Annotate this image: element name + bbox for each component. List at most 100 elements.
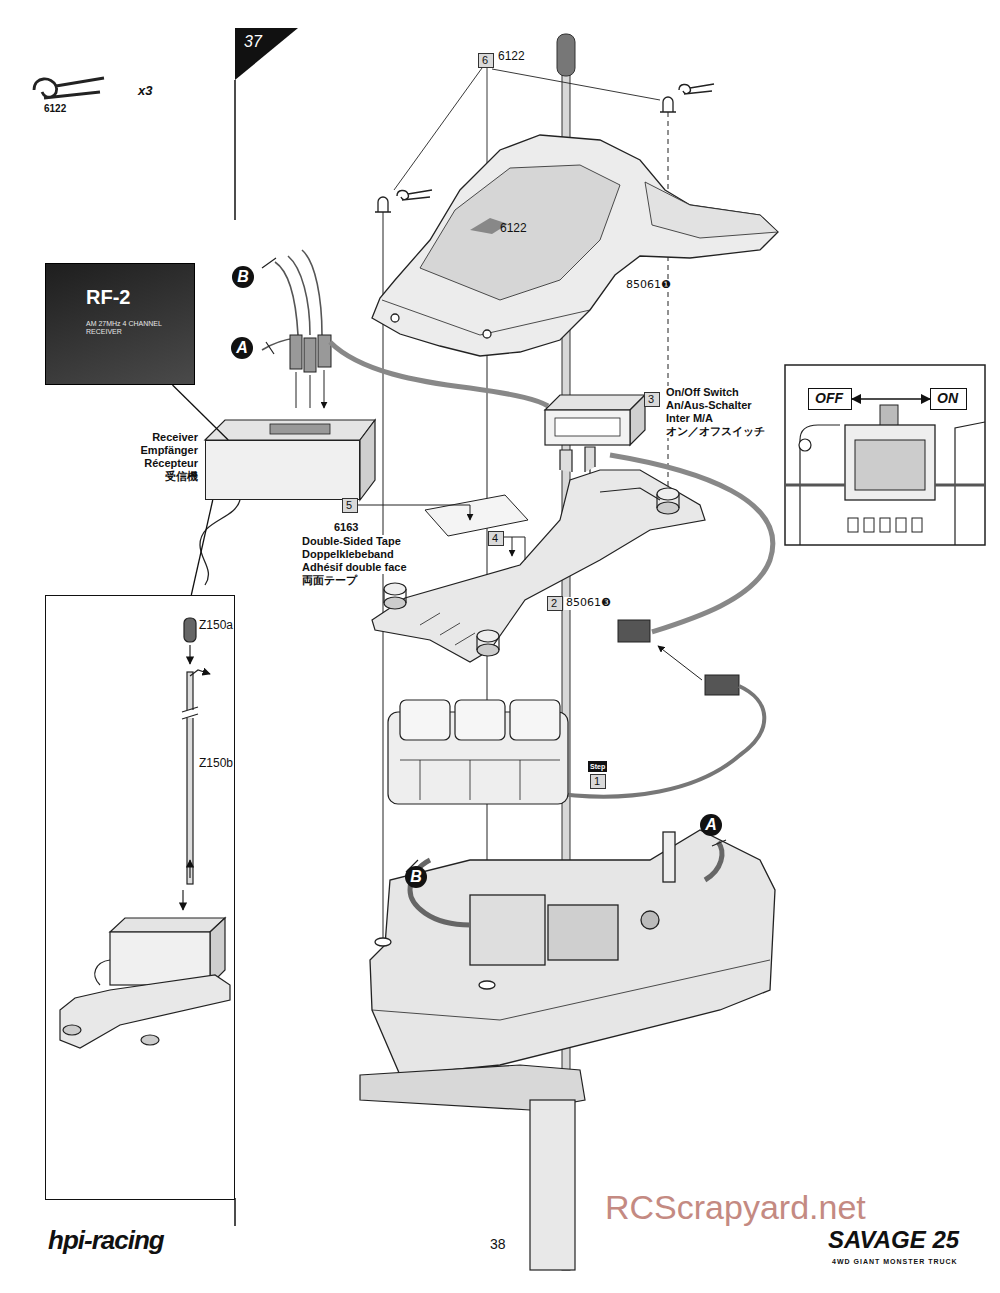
body-cover (645, 182, 778, 238)
switch-detail-inset (785, 484, 985, 487)
on-off-switch (545, 395, 645, 410)
connectors (545, 686, 764, 797)
switch-detail-inset (845, 425, 935, 500)
radio-box-chassis (663, 832, 675, 882)
receiver-plugs (290, 335, 302, 369)
assembly-lines (679, 84, 714, 94)
antenna-inset-art (60, 975, 230, 1048)
wire-label: B (232, 266, 254, 288)
antenna-inset-art (110, 918, 225, 932)
switch-detail-inset (785, 365, 985, 545)
radio-box-chassis (370, 830, 775, 1075)
connectors (618, 620, 650, 642)
node-text: 4 (492, 532, 498, 545)
radio-box-chassis (470, 895, 545, 965)
receiver-plugs (318, 335, 331, 367)
switch-mount-plate (372, 447, 705, 662)
switch-mount-plate (600, 488, 660, 500)
tape-label: Adhésif double face (300, 561, 409, 574)
radio-box-chassis (479, 981, 495, 989)
battery-pack (400, 760, 560, 800)
antenna-inset-art (60, 618, 230, 1048)
radio-box-chassis (372, 960, 770, 1020)
antenna-inset-art (190, 670, 210, 676)
receiver-body (205, 420, 375, 440)
wire-label: A (231, 337, 253, 359)
antenna-inset-art (63, 1025, 81, 1035)
antenna-inset-art (110, 932, 210, 985)
page-frame (34, 78, 104, 98)
wire-label: B (405, 866, 427, 888)
node-text: Z150b (199, 756, 233, 770)
switch-mount-plate (420, 613, 475, 645)
connector (852, 398, 930, 399)
node-text: AM 27MHz 4 CHANNEL RECEIVER (86, 320, 166, 336)
callout-number: 6 (478, 53, 494, 68)
assembly-lines (375, 197, 391, 212)
double-sided-tape (503, 537, 525, 560)
battery-pack (400, 700, 450, 740)
receiver-plugs (296, 370, 324, 408)
label-stack: ReceiverEmpfängerRécepteur受信機 (141, 431, 198, 483)
switch-position: ON (930, 388, 967, 410)
callout-number: 5 (342, 498, 358, 513)
node-text: 6 (482, 54, 488, 67)
connector (191, 500, 212, 595)
body-cover (391, 314, 399, 322)
switch-label: An/Aus-Schalter (664, 399, 754, 412)
brand-logo: hpi-racing (48, 1226, 164, 1256)
switch-mount-plate (372, 470, 705, 662)
connectors (545, 620, 764, 797)
antenna-inset-art (141, 1035, 159, 1045)
node-text: 5 (346, 499, 352, 512)
node-text: 受信機 (141, 470, 198, 483)
connectors (658, 646, 702, 680)
receiver-plugs (330, 342, 548, 406)
battery-pack (388, 700, 568, 804)
switch-mount-plate (477, 644, 499, 656)
part-number: 6122 (496, 50, 527, 64)
radio-box-chassis (375, 938, 391, 946)
switch-mount-plate (384, 597, 406, 609)
model-subtitle: 4WD GIANT MONSTER TRUCK (832, 1258, 958, 1266)
chassis-mount (360, 1065, 585, 1270)
quantity: x3 (138, 84, 152, 99)
node-text: 3 (648, 393, 654, 406)
radio-box-chassis (548, 905, 618, 960)
assembly-lines (397, 190, 432, 200)
part-number: 6122 (44, 103, 66, 115)
callout-number: 3 (644, 392, 660, 407)
assembly-lines (660, 97, 676, 112)
switch-detail-inset (848, 518, 858, 532)
connectors (705, 675, 739, 695)
tape-label: Doppelklebeband (300, 548, 396, 561)
node-text: OFF (815, 390, 843, 407)
body-cover (372, 135, 778, 356)
switch-mount-plate (560, 447, 595, 472)
body-cover (372, 135, 778, 356)
switch-mount-plate (477, 630, 499, 642)
receiver-photo: RF-2AM 27MHz 4 CHANNEL RECEIVER (45, 263, 195, 385)
switch-mount-plate (657, 502, 679, 514)
antenna-inset-art (189, 860, 190, 878)
receiver-plugs (262, 258, 276, 354)
receiver-plugs (262, 250, 548, 408)
switch-detail-inset (864, 518, 874, 532)
switch-detail-inset (799, 439, 811, 451)
battery-pack (510, 700, 560, 740)
antenna-inset-art (184, 618, 196, 642)
step-number: 37 (244, 33, 262, 51)
part-number: 85061❶ (624, 279, 673, 292)
switch-label: On/Off Switch (664, 386, 741, 399)
antenna-inset-art (182, 707, 198, 719)
step-box: Step1 (590, 774, 606, 789)
antenna-inset-art (182, 890, 183, 910)
node-text: Z150a (199, 618, 233, 632)
radio-box-chassis (406, 840, 726, 872)
switch-position: OFF (808, 388, 852, 410)
node-text: Récepteur (141, 457, 198, 470)
